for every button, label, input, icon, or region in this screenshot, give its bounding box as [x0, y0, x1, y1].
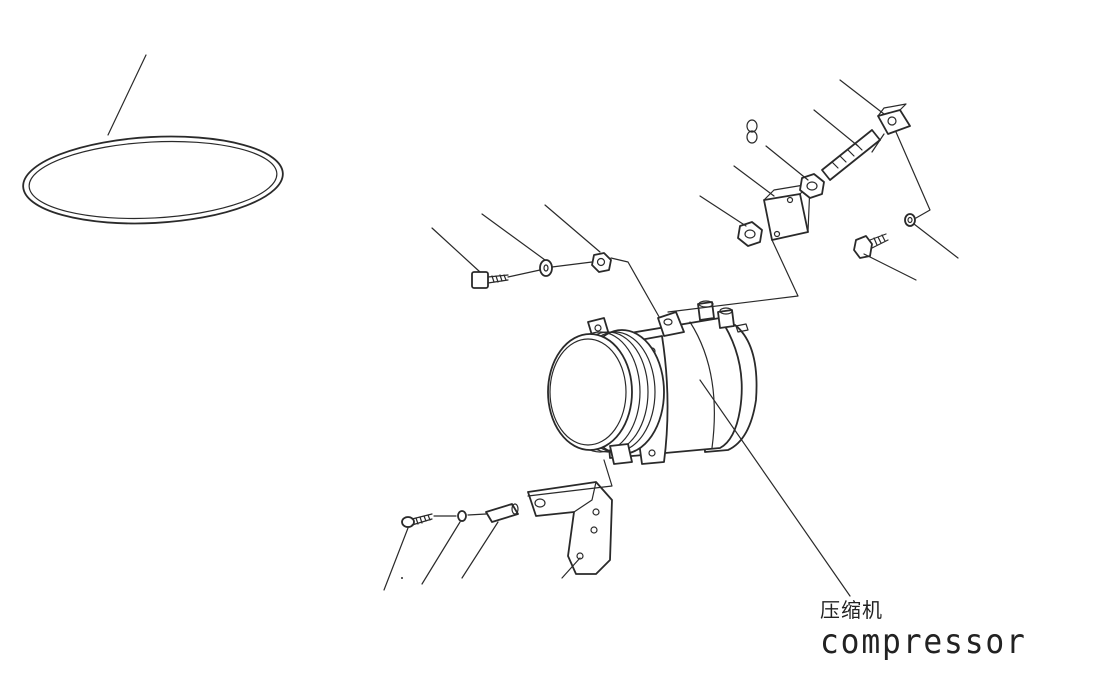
leader-line	[913, 223, 959, 259]
upper-nut	[591, 252, 612, 273]
leader-line	[544, 204, 601, 253]
compressor-label-english: compressor	[820, 622, 1027, 662]
leader-line	[765, 145, 809, 181]
compressor-leader-line	[699, 379, 851, 597]
compressor-body	[547, 300, 758, 465]
right-bolt	[853, 233, 889, 259]
leader-line	[863, 253, 917, 281]
upper-bolt	[471, 271, 509, 289]
lower-washer	[457, 510, 467, 522]
assembly-line	[610, 257, 663, 323]
compressor-label-chinese: 压缩机	[820, 598, 883, 622]
drive-belt	[22, 135, 284, 225]
leader-line	[839, 79, 885, 115]
leader-line	[481, 213, 546, 261]
leader-line	[421, 521, 461, 585]
assembly-line	[667, 239, 799, 313]
spacer-sleeve	[485, 503, 519, 523]
speck	[401, 577, 403, 579]
leader-line	[383, 527, 409, 591]
small-o-rings	[746, 119, 758, 144]
lower-screw	[401, 513, 433, 528]
leader-line	[733, 165, 775, 197]
lower-bracket	[527, 481, 613, 575]
belt-leader-line	[107, 54, 147, 136]
assembly-line	[507, 269, 541, 278]
leader-line	[431, 227, 481, 273]
upper-washer	[539, 259, 553, 277]
block-nut	[737, 221, 763, 247]
leader-line	[699, 195, 747, 227]
adjusting-rod	[821, 129, 881, 181]
assembly-line	[551, 261, 593, 268]
leader-line	[813, 109, 859, 147]
leader-line	[461, 521, 499, 579]
assembly-line	[527, 459, 613, 497]
leader-line	[561, 557, 581, 579]
top-block	[877, 103, 911, 135]
rod-nut	[799, 173, 825, 199]
assembly-line	[871, 133, 885, 153]
assembly-line	[895, 131, 931, 219]
small-washer-right	[904, 213, 916, 227]
assembly-line	[467, 513, 487, 516]
